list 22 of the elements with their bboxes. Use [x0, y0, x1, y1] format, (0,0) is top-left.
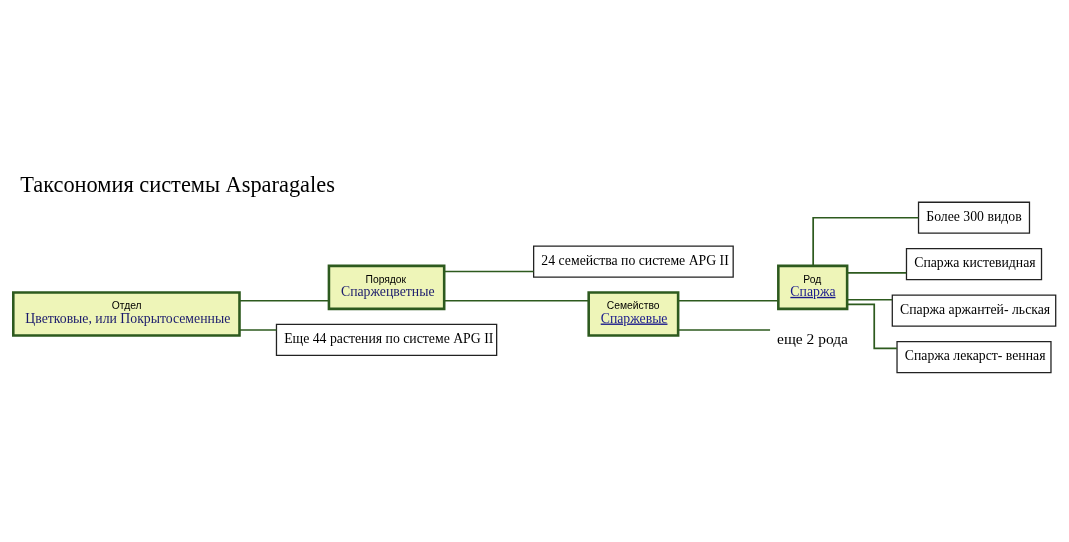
- node-box: Спаржа аржантей- льская: [891, 294, 1057, 327]
- node-box: Спаржа кистевидная: [905, 247, 1043, 280]
- node-box: Спаржа лекарст- венная: [896, 340, 1052, 373]
- connector: [443, 270, 535, 272]
- connector: [238, 299, 330, 302]
- connector: [846, 298, 893, 301]
- node-box: 24 семейства по системе APG II: [533, 245, 734, 278]
- node-box: Отдел Цветковые, или Покрытосеменные: [12, 290, 241, 337]
- node-box: Семейство Спаржевые: [587, 290, 680, 337]
- connector: [846, 302, 898, 349]
- connector: [677, 328, 771, 331]
- connector: [812, 216, 920, 267]
- node-box: Род Спаржа: [777, 264, 849, 310]
- connector: [846, 271, 908, 274]
- node-text: еще 2 рода: [777, 329, 848, 347]
- diagram-title: Таксономия системы Asparagales: [20, 171, 335, 197]
- node-box: Еще 44 растения по системе APG II: [275, 323, 498, 356]
- node-box: Порядок Спаржецветные: [327, 264, 446, 310]
- connector: [677, 299, 779, 302]
- connector: [443, 299, 590, 302]
- connector: [238, 328, 278, 331]
- node-box: Более 300 видов: [917, 201, 1031, 234]
